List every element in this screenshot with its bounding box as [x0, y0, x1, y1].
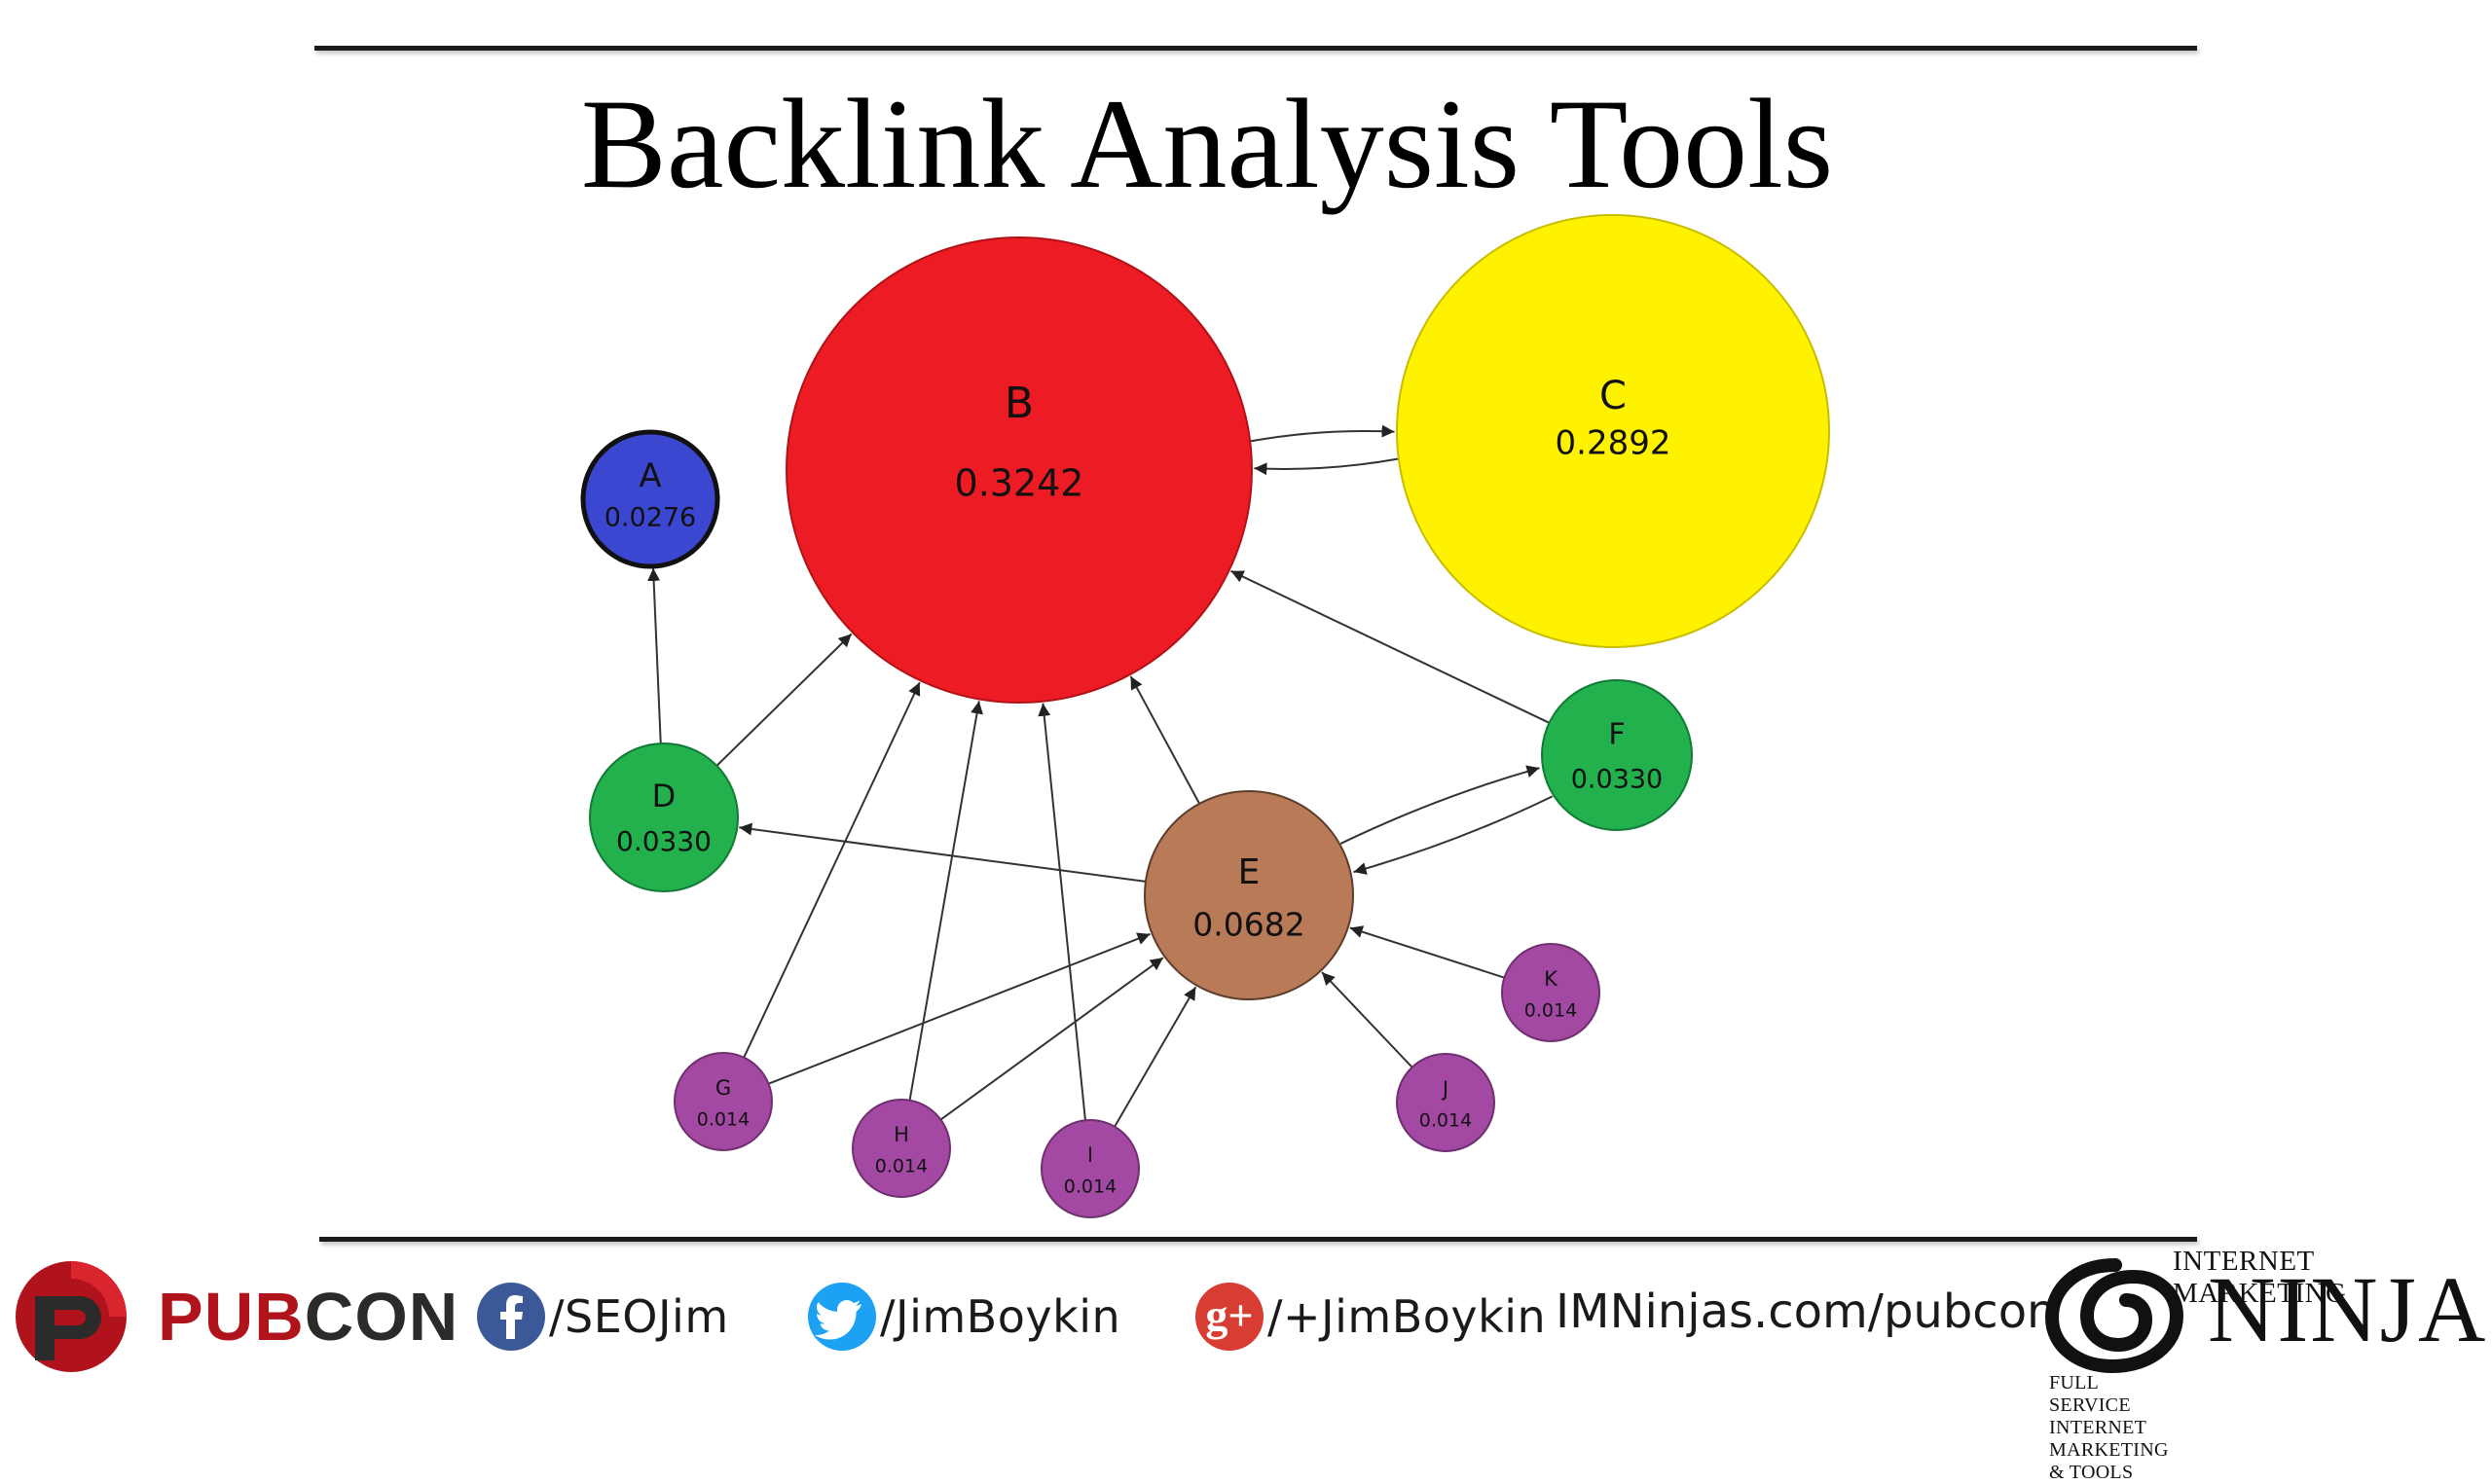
node-circle-g [674, 1052, 773, 1151]
google-plus-icon: g+ [1193, 1281, 1265, 1353]
node-label-h: H [894, 1123, 909, 1146]
website-link[interactable]: IMNinjas.com/pubcon [1556, 1285, 2056, 1339]
edge-f-to-e [1353, 795, 1554, 875]
node-g[interactable]: G 0.014 [674, 1052, 773, 1151]
node-value-j: 0.014 [1419, 1110, 1472, 1132]
edge-f-to-b [1230, 569, 1550, 724]
node-value-c: 0.2892 [1556, 424, 1671, 463]
edge-k-to-e [1349, 925, 1505, 979]
edge-e-to-d [739, 822, 1147, 883]
node-circle-d [589, 742, 739, 892]
edge-d-to-a [647, 567, 662, 744]
edge-i-to-e [1114, 986, 1197, 1128]
twitter-icon [808, 1283, 876, 1351]
node-a[interactable]: A 0.0276 [580, 429, 720, 569]
node-circle-k [1501, 943, 1600, 1042]
graph-edges [647, 424, 1554, 1128]
node-label-e: E [1238, 852, 1261, 892]
google-plus-link[interactable]: g+ /+JimBoykin [1193, 1281, 1546, 1353]
node-value-i: 0.014 [1064, 1176, 1117, 1198]
facebook-handle: /SEOJim [549, 1290, 729, 1343]
edge-g-to-b [743, 681, 921, 1059]
edge-e-to-f [1339, 765, 1540, 845]
node-value-h: 0.014 [875, 1156, 928, 1177]
node-value-e: 0.0682 [1192, 906, 1304, 944]
node-j[interactable]: J 0.014 [1396, 1053, 1495, 1152]
edge-c-to-b [1254, 457, 1399, 476]
top-divider [314, 46, 2197, 51]
node-f[interactable]: F 0.0330 [1541, 679, 1693, 831]
node-i[interactable]: I 0.014 [1041, 1119, 1140, 1218]
twitter-handle: /JimBoykin [880, 1290, 1121, 1343]
edge-h-to-e [939, 957, 1164, 1121]
ninjas-tagline-sub: FULL SERVICE INTERNET MARKETING & TOOLS [2049, 1372, 2169, 1483]
node-label-c: C [1599, 374, 1627, 418]
node-circle-j [1396, 1053, 1495, 1152]
ninjas-tagline-top: INTERNET MARKETING [2173, 1246, 2347, 1309]
node-value-a: 0.0276 [605, 503, 696, 533]
node-d[interactable]: D 0.0330 [589, 742, 739, 892]
node-circle-e [1144, 790, 1354, 1000]
node-b[interactable]: B 0.3242 [786, 236, 1253, 704]
pubcon-logo-icon [16, 1261, 127, 1372]
node-label-j: J [1441, 1077, 1448, 1101]
slide-title: Backlink Analysis Tools [580, 72, 1834, 215]
node-k[interactable]: K 0.014 [1501, 943, 1600, 1042]
node-value-b: 0.3242 [955, 462, 1084, 505]
node-value-f: 0.0330 [1571, 765, 1663, 795]
node-label-k: K [1544, 967, 1558, 991]
node-label-b: B [1005, 379, 1034, 428]
pubcon-logo[interactable]: PUBCON [12, 1257, 458, 1376]
pubcon-wordmark-part1: PUB [158, 1279, 305, 1355]
node-circle-h [852, 1099, 951, 1198]
edge-j-to-e [1321, 971, 1413, 1068]
google-plus-handle: /+JimBoykin [1267, 1290, 1547, 1343]
edge-d-to-b [715, 633, 853, 767]
node-circle-c [1396, 214, 1830, 648]
node-circle-b [786, 236, 1253, 704]
edge-g-to-e [768, 932, 1151, 1085]
node-e[interactable]: E 0.0682 [1144, 790, 1354, 1000]
ninja-swirl-icon [2044, 1258, 2184, 1374]
pubcon-wordmark-part2: CON [304, 1279, 459, 1355]
node-c[interactable]: C 0.2892 [1396, 214, 1830, 648]
edge-i-to-b [1038, 703, 1086, 1121]
node-value-k: 0.014 [1524, 1000, 1577, 1022]
bottom-divider [319, 1237, 2197, 1242]
pubcon-wordmark: PUBCON [158, 1278, 458, 1356]
node-label-f: F [1608, 718, 1625, 752]
node-value-g: 0.014 [697, 1109, 750, 1131]
node-label-i: I [1087, 1143, 1093, 1167]
website-url: IMNinjas.com/pubcon [1556, 1285, 2057, 1339]
footer-bar: PUBCON /SEOJim /JimBoykin g+ /+JimBoykin… [0, 1246, 2492, 1483]
node-value-d: 0.0330 [616, 825, 712, 857]
twitter-link[interactable]: /JimBoykin [806, 1281, 1120, 1353]
node-h[interactable]: H 0.014 [852, 1099, 951, 1198]
node-label-g: G [715, 1076, 731, 1100]
edge-b-to-c [1250, 424, 1395, 443]
facebook-icon [477, 1283, 545, 1351]
facebook-link[interactable]: /SEOJim [475, 1281, 729, 1353]
node-circle-a [580, 429, 720, 569]
node-circle-i [1041, 1119, 1140, 1218]
node-label-d: D [652, 778, 677, 814]
node-label-a: A [639, 457, 661, 496]
edge-h-to-b [908, 701, 983, 1101]
ninjas-wordmark: NINJAS [2208, 1257, 2492, 1361]
node-circle-f [1541, 679, 1693, 831]
google-plus-glyph: g+ [1205, 1290, 1254, 1340]
edge-e-to-b [1129, 675, 1201, 805]
